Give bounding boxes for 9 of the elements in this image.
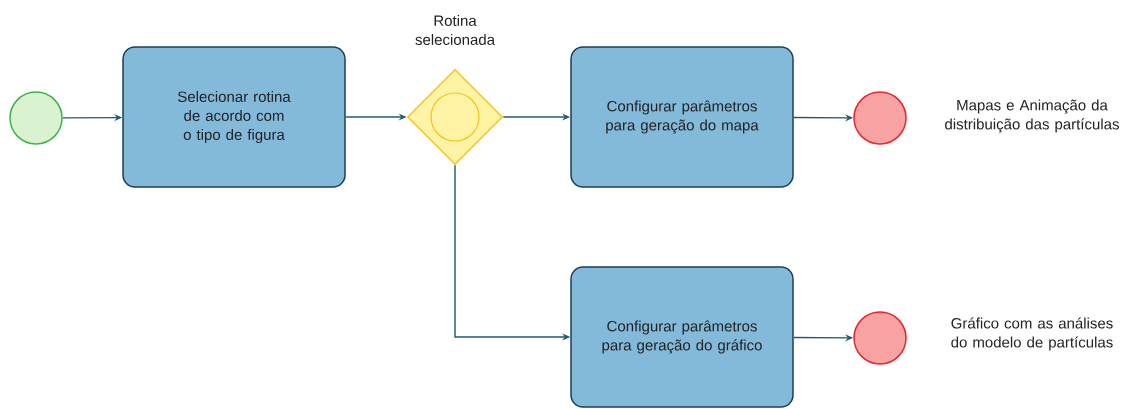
process-box: Selecionar rotina de acordo com o tipo de figura xyxy=(122,46,346,188)
process-box: Configurar parâmetros para geração do gráfico xyxy=(570,266,794,408)
process-box: Configurar parâmetros para geração do mapa xyxy=(570,46,794,188)
start-event-circle xyxy=(9,91,63,145)
end-event-circle xyxy=(853,311,907,365)
node-caption: Rotina selecionada xyxy=(415,15,495,45)
end-event-circle xyxy=(853,91,907,145)
node-caption: Mapas e Animação da distribuição das partículas xyxy=(945,99,1119,133)
node-caption: Gráfico com as análises do modelo de partículas xyxy=(951,317,1113,351)
